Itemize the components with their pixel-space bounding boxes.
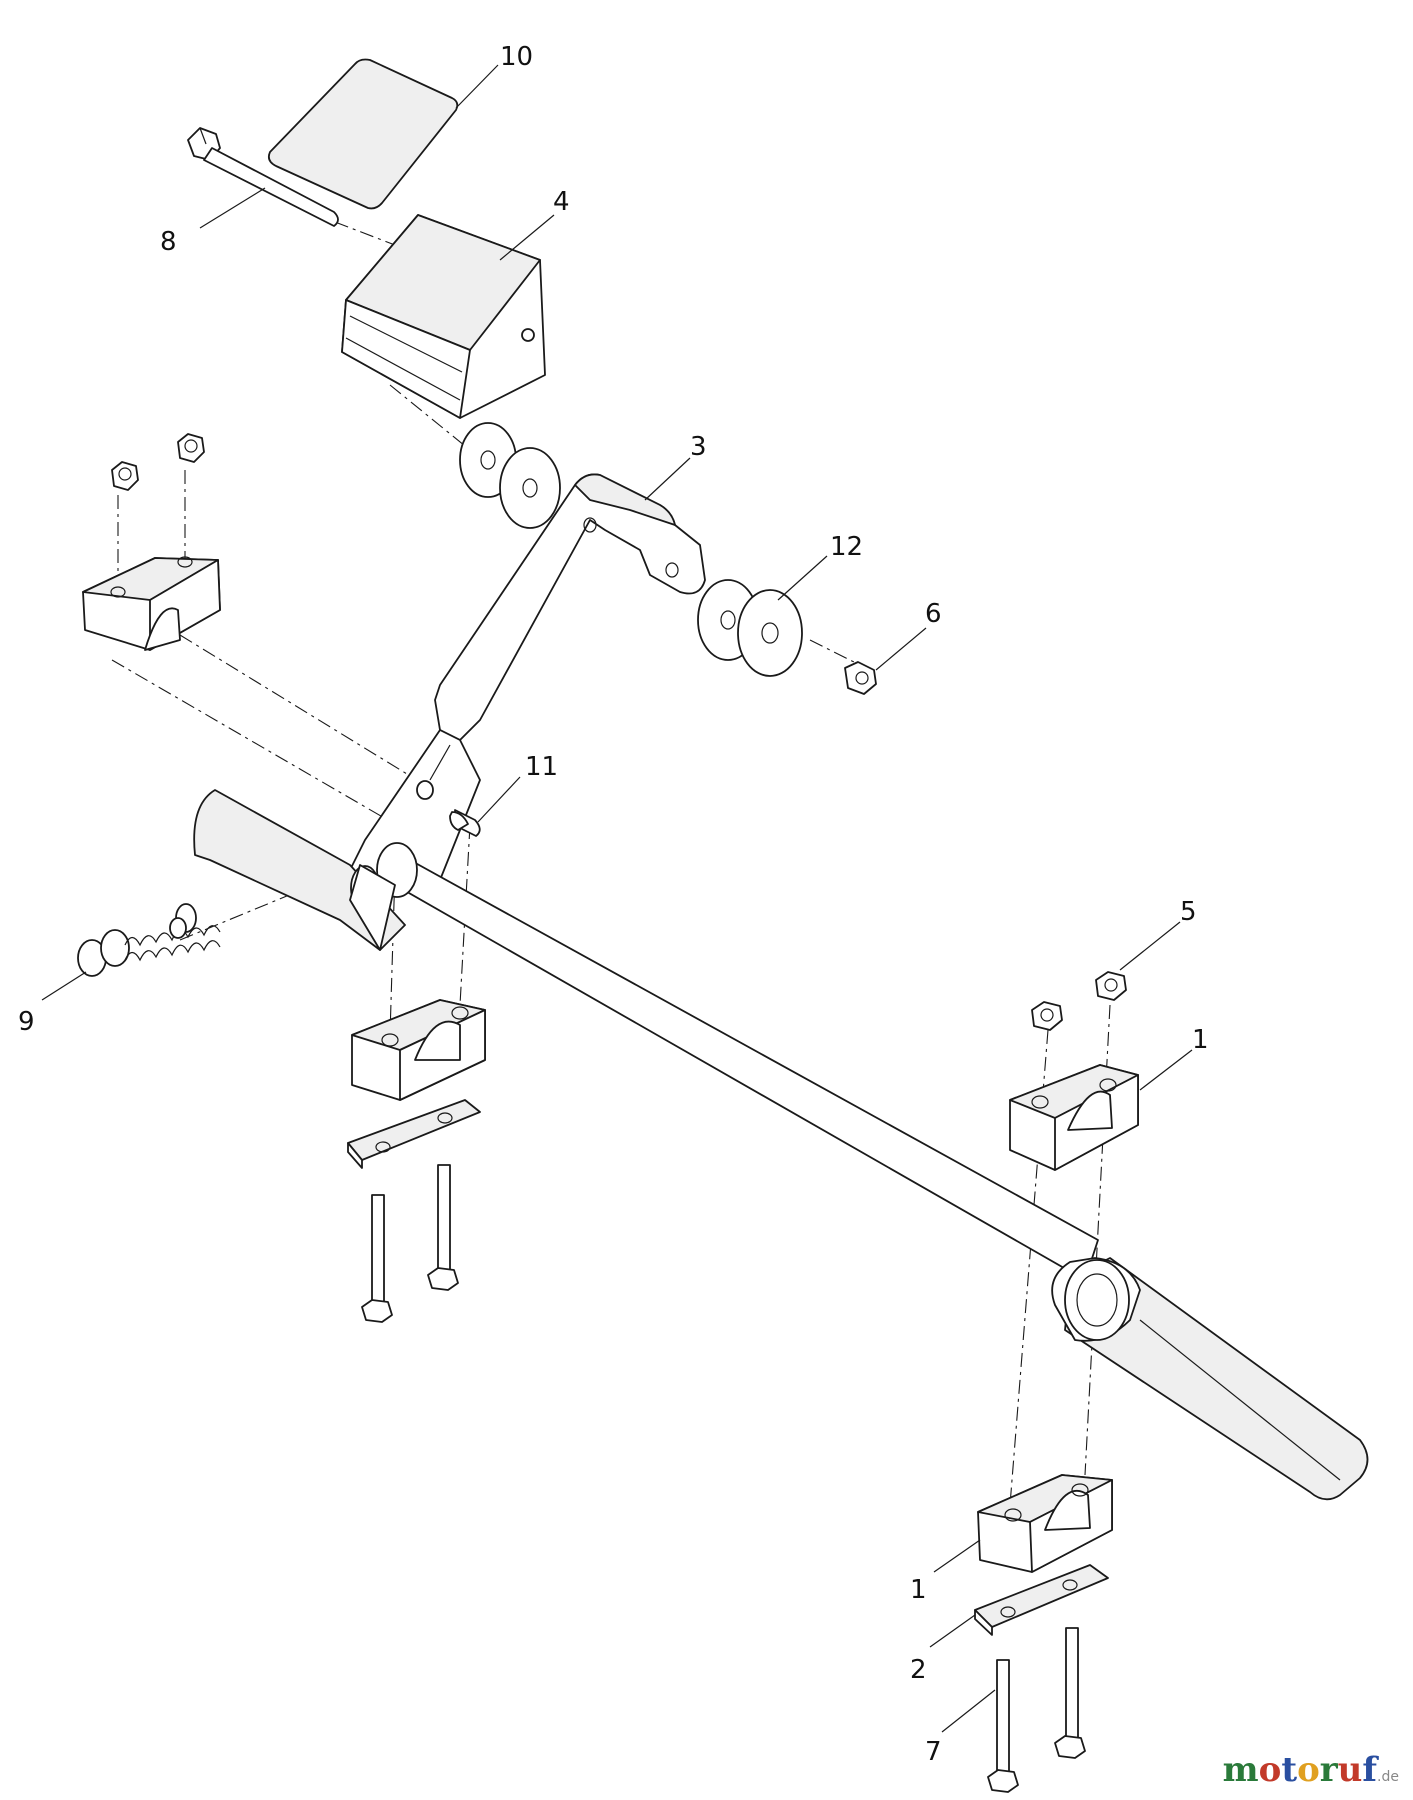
part-2-plate-right [974, 1564, 1109, 1636]
callout-12: 12 [830, 532, 863, 562]
part-9-spring [77, 903, 221, 977]
callouts: 10 8 4 3 12 6 11 5 9 1 1 2 7 [18, 42, 1209, 1767]
part-1-block-upper-left [82, 556, 221, 651]
part-1-block-right-upper [1009, 1064, 1139, 1171]
callout-1-lower: 1 [910, 1575, 927, 1605]
part-8-bolt [187, 127, 339, 227]
callout-9: 9 [18, 1007, 35, 1037]
part-10-pad [267, 58, 459, 210]
part-1-block-lower-left [351, 999, 486, 1101]
part-3-pedal-arm [349, 473, 706, 901]
part-12-washers-upper [459, 422, 561, 529]
part-5-nuts-right [1031, 971, 1127, 1031]
part-2-plate-lower-left [347, 1099, 481, 1169]
motoruf-watermark: motoruf.de [1222, 1750, 1399, 1790]
part-4-bracket [341, 214, 546, 419]
part-1-block-right-lower [977, 1474, 1113, 1573]
part-12-washers-lower [697, 579, 803, 677]
leader-lines [41, 64, 1193, 1733]
pedal-plate-left [193, 789, 406, 951]
part-7-bolts-lower-left [361, 1164, 459, 1323]
callout-5: 5 [1180, 897, 1197, 927]
part-6-nut [844, 661, 877, 695]
part-7-bolts-right [987, 1627, 1086, 1793]
callout-10: 10 [500, 42, 533, 72]
callout-6: 6 [925, 599, 942, 629]
callout-8: 8 [160, 227, 177, 257]
callout-2: 2 [910, 1655, 927, 1685]
callout-4: 4 [553, 187, 570, 217]
pedal-shaft [349, 842, 1099, 1281]
callout-7: 7 [925, 1737, 942, 1767]
callout-1-upper: 1 [1192, 1025, 1209, 1055]
part-5-nuts-upper-left [111, 433, 205, 491]
callout-3: 3 [690, 432, 707, 462]
pedal-lever-right [1051, 1257, 1369, 1501]
callout-11: 11 [525, 752, 558, 782]
part-11-pin [416, 780, 481, 837]
